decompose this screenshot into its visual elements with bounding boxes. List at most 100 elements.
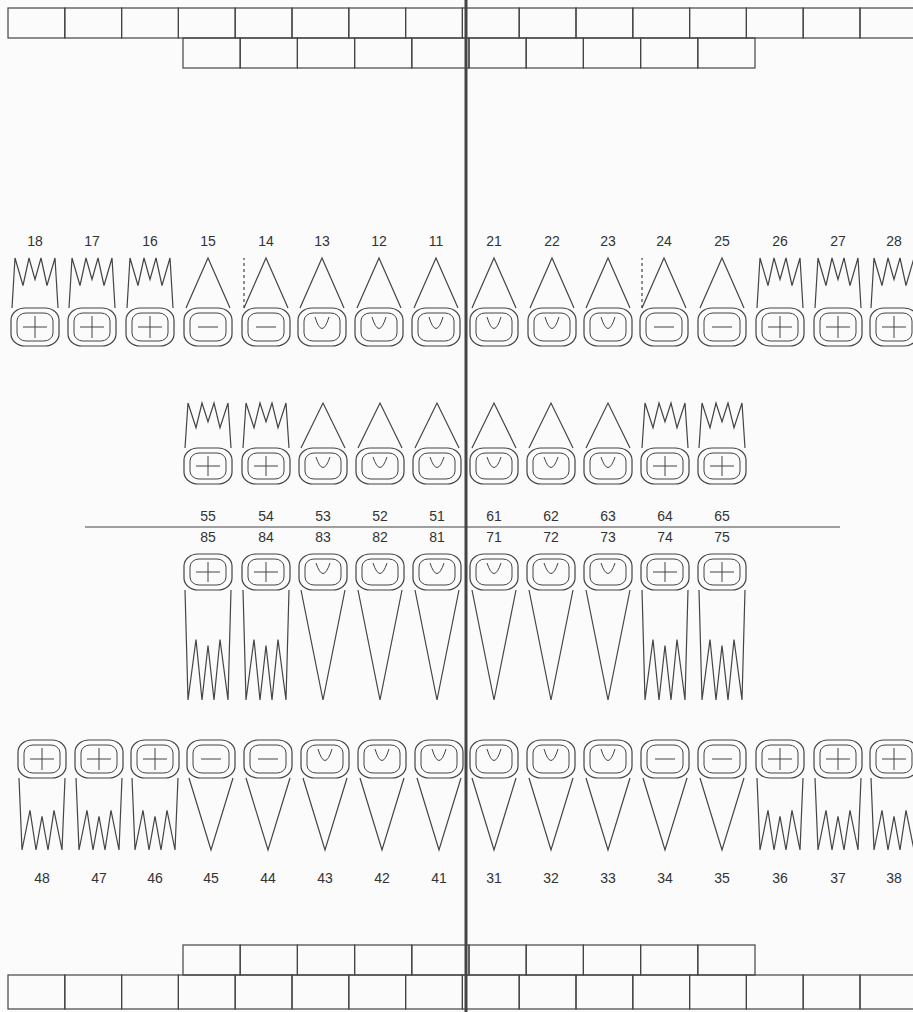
- crown-surface: [590, 745, 626, 773]
- chart-cell: [746, 975, 803, 1009]
- tooth-number: 52: [372, 508, 388, 524]
- tooth-number-text: 82: [372, 529, 388, 545]
- fissure: [23, 327, 47, 328]
- chart-cell: [690, 975, 747, 1009]
- crown-surface: [590, 559, 626, 585]
- tooth-number-text: 74: [657, 529, 673, 545]
- chart-cell: [698, 38, 755, 68]
- fissure: [201, 759, 221, 760]
- crown-surface: [820, 745, 856, 773]
- incisal-edge: [487, 457, 501, 468]
- tooth-root: [643, 778, 687, 850]
- tooth-number-text: 31: [486, 870, 502, 886]
- tooth-number-text: 22: [544, 233, 560, 249]
- tooth-number-text: 62: [543, 508, 559, 524]
- crown-surface: [876, 745, 912, 773]
- tooth-number: 61: [486, 508, 502, 524]
- tooth-root: [529, 778, 573, 850]
- tooth-number: 41: [431, 870, 447, 886]
- crown-surface: [476, 745, 512, 773]
- tooth-number: 28: [886, 233, 902, 249]
- tooth-crown: [814, 308, 862, 346]
- tooth-crown: [470, 554, 518, 590]
- fissure: [196, 572, 220, 573]
- chart-cell: [698, 945, 755, 975]
- molar-root: [871, 778, 913, 850]
- chart-cell: [412, 38, 469, 68]
- crown-surface: [476, 559, 512, 585]
- tooth-crown: [698, 554, 746, 590]
- crown-surface: [704, 559, 740, 585]
- fissure: [710, 466, 734, 467]
- tooth-crown: [68, 308, 116, 346]
- tooth-number-text: 72: [543, 529, 559, 545]
- tooth-number: 18: [27, 233, 43, 249]
- tooth-crown: [355, 308, 403, 346]
- crown-surface: [762, 313, 798, 341]
- tooth-root: [586, 778, 630, 850]
- tooth-number-text: 16: [142, 233, 158, 249]
- tooth-number: 64: [657, 508, 673, 524]
- incisal-edge: [544, 457, 558, 468]
- incisal-edge: [601, 457, 615, 468]
- tooth-crown: [584, 740, 632, 778]
- tooth-crown: [528, 308, 576, 346]
- molar-root: [243, 590, 289, 700]
- tooth-number-text: 28: [886, 233, 902, 249]
- fissure: [254, 466, 278, 467]
- tooth-number: 35: [714, 870, 730, 886]
- tooth-number-text: 85: [200, 529, 216, 545]
- tooth-number-text: 21: [486, 233, 502, 249]
- tooth-crown: [870, 740, 913, 778]
- tooth-number-text: 81: [429, 529, 445, 545]
- incisal-edge: [373, 563, 387, 574]
- chart-cell: [122, 975, 179, 1009]
- crown-surface: [248, 453, 284, 479]
- tooth-root: [300, 258, 344, 308]
- tooth-number-text: 12: [371, 233, 387, 249]
- crown-surface: [362, 559, 398, 585]
- tooth-crown: [187, 740, 235, 778]
- tooth-number: 73: [600, 529, 616, 545]
- tooth-root: [530, 258, 574, 308]
- tooth-number: 81: [429, 529, 445, 545]
- tooth-number-text: 54: [258, 508, 274, 524]
- tooth-number-text: 14: [258, 233, 274, 249]
- chart-cell: [235, 975, 292, 1009]
- crown-surface: [476, 453, 512, 479]
- chart-cell: [469, 945, 526, 975]
- crown-surface: [590, 453, 626, 479]
- fissure: [826, 327, 850, 328]
- tooth-number: 85: [200, 529, 216, 545]
- tooth-number-text: 75: [714, 529, 730, 545]
- tooth-crown: [470, 740, 518, 778]
- tooth-number: 17: [84, 233, 100, 249]
- tooth-number: 83: [315, 529, 331, 545]
- crown-surface: [646, 313, 682, 341]
- tooth-crown: [356, 554, 404, 590]
- crown-surface: [190, 559, 226, 585]
- fissure: [653, 466, 677, 467]
- tooth-root: [472, 590, 516, 700]
- crown-surface: [361, 313, 397, 341]
- crown-surface: [534, 313, 570, 341]
- premolar-root: [244, 258, 288, 308]
- chart-cell: [122, 8, 179, 38]
- tooth-root: [700, 778, 744, 850]
- tooth-number: 75: [714, 529, 730, 545]
- incisal-edge: [487, 563, 501, 574]
- tooth-root: [301, 403, 345, 448]
- tooth-root: [414, 258, 458, 308]
- tooth-crown: [641, 448, 689, 484]
- molar-root: [19, 778, 65, 850]
- tooth-root: [417, 778, 461, 850]
- tooth-crown: [358, 740, 406, 778]
- crown-surface: [762, 745, 798, 773]
- molar-root: [642, 590, 688, 700]
- incisal-edge: [545, 317, 559, 329]
- tooth-number: 37: [830, 870, 846, 886]
- tooth-crown: [413, 448, 461, 484]
- chart-cell: [183, 38, 240, 68]
- tooth-crown: [527, 740, 575, 778]
- fissure: [826, 759, 850, 760]
